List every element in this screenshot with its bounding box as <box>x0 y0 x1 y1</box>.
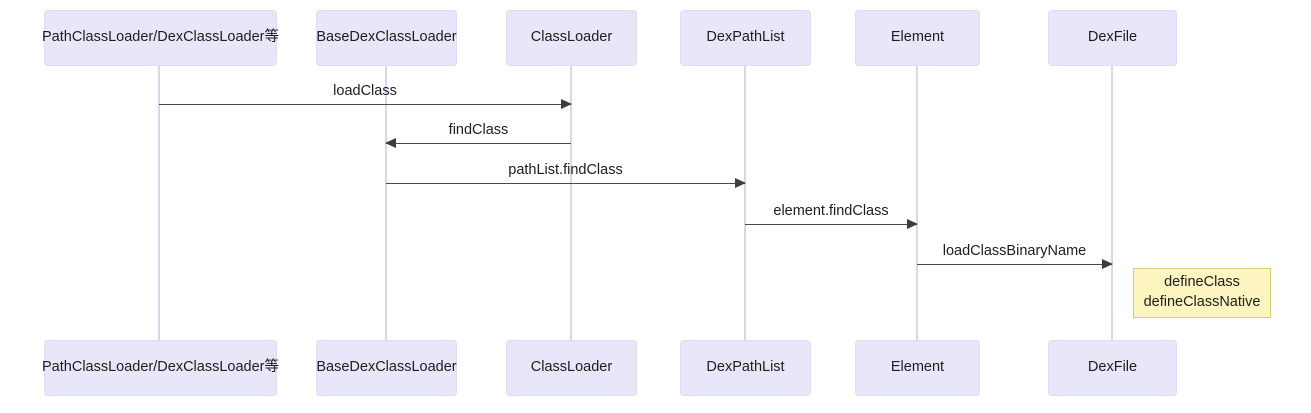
participant-bottom-dexfile[interactable]: DexFile <box>1048 340 1177 396</box>
arrowhead-left-icon <box>385 138 396 148</box>
arrowhead-right-icon <box>735 178 746 188</box>
participant-bottom-classloader[interactable]: ClassLoader <box>506 340 637 396</box>
participant-top-dexpathlist[interactable]: DexPathList <box>680 10 811 66</box>
participant-label: BaseDexClassLoader <box>316 359 457 376</box>
participant-top-basedexclassloader[interactable]: BaseDexClassLoader <box>316 10 457 66</box>
lifeline-dexfile <box>1111 66 1113 340</box>
participant-bottom-element[interactable]: Element <box>855 340 980 396</box>
participant-top-classloader[interactable]: ClassLoader <box>506 10 637 66</box>
note-defineclass[interactable]: defineClass defineClassNative <box>1133 268 1271 318</box>
message-label: loadClass <box>333 83 397 99</box>
message-loadclass: loadClass <box>159 83 572 109</box>
message-line <box>917 264 1112 265</box>
lifeline-classloader <box>570 66 572 340</box>
arrowhead-right-icon <box>561 99 572 109</box>
participant-top-element[interactable]: Element <box>855 10 980 66</box>
message-line <box>386 143 571 144</box>
message-findclass: findClass <box>385 122 571 148</box>
lifeline-pathclassloader-dexclassloader <box>158 66 160 340</box>
lifeline-element <box>916 66 918 340</box>
participant-top-dexfile[interactable]: DexFile <box>1048 10 1177 66</box>
message-loadclassbinaryname: loadClassBinaryName <box>917 243 1113 269</box>
participant-label: ClassLoader <box>530 29 613 46</box>
participant-label: DexFile <box>1087 359 1138 376</box>
participant-label: PathClassLoader/DexClassLoader等 <box>42 359 279 376</box>
note-line: defineClassNative <box>1143 294 1261 310</box>
participant-label: Element <box>890 29 945 46</box>
message-label: loadClassBinaryName <box>942 243 1087 259</box>
arrowhead-right-icon <box>1102 259 1113 269</box>
participant-bottom-dexpathlist[interactable]: DexPathList <box>680 340 811 396</box>
participant-top-pathclassloader-dexclassloader[interactable]: PathClassLoader/DexClassLoader等 <box>42 10 279 66</box>
participant-label: PathClassLoader/DexClassLoader等 <box>42 29 279 46</box>
message-label: pathList.findClass <box>508 162 623 178</box>
message-line <box>745 224 917 225</box>
participant-label: DexPathList <box>706 29 785 46</box>
participant-label: Element <box>890 359 945 376</box>
participant-label: ClassLoader <box>530 359 613 376</box>
lifeline-basedexclassloader <box>385 66 387 340</box>
message-pathlist-findclass: pathList.findClass <box>386 162 746 188</box>
arrowhead-right-icon <box>907 219 918 229</box>
message-line <box>386 183 745 184</box>
participant-label: BaseDexClassLoader <box>316 29 457 46</box>
lifeline-dexpathlist <box>744 66 746 340</box>
participant-label: DexPathList <box>706 359 785 376</box>
message-line <box>159 104 571 105</box>
note-line: defineClass <box>1164 274 1240 291</box>
participant-label: DexFile <box>1087 29 1138 46</box>
message-label: findClass <box>448 122 509 138</box>
message-element-findclass: element.findClass <box>745 203 918 229</box>
participant-bottom-pathclassloader-dexclassloader[interactable]: PathClassLoader/DexClassLoader等 <box>42 340 279 396</box>
message-label: element.findClass <box>773 203 889 219</box>
participant-bottom-basedexclassloader[interactable]: BaseDexClassLoader <box>316 340 457 396</box>
